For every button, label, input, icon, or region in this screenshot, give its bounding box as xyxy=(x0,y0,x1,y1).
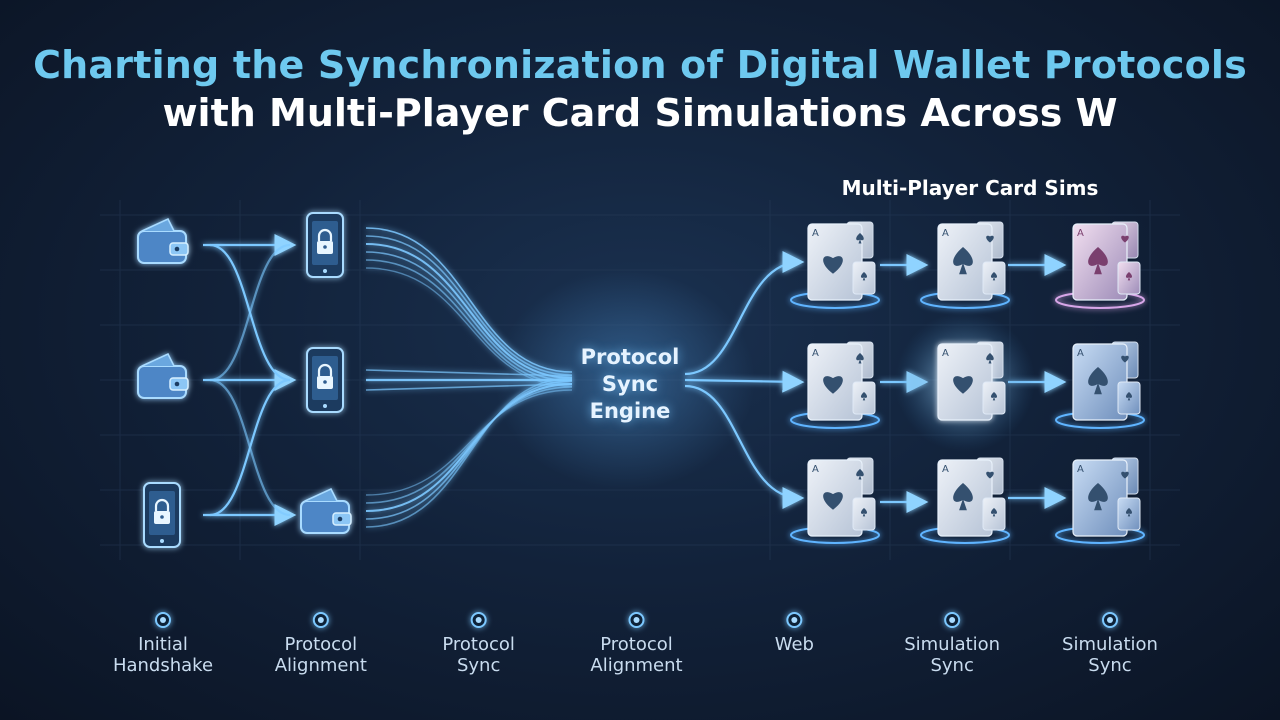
stage-label-line-1: Protocol xyxy=(442,634,515,655)
phone-lock-icon xyxy=(306,347,344,413)
ace-heart-card-glow: A xyxy=(937,341,1006,421)
stage-label-line-2: Alignment xyxy=(590,655,683,676)
stage-label-line-1: Protocol xyxy=(600,634,673,655)
icons-layer xyxy=(137,212,352,548)
wallet-icon xyxy=(137,217,189,264)
left-connectors xyxy=(203,234,297,526)
stage-label-line-1: Initial xyxy=(138,634,188,655)
title-line-1: Charting the Synchronization of Digital … xyxy=(33,43,1247,87)
ace-spade-card: A xyxy=(1072,457,1141,537)
ace-spade-card-pink: A xyxy=(1072,221,1141,301)
svg-text:A: A xyxy=(812,228,819,239)
timeline-node xyxy=(628,612,645,628)
ace-spade-card: A xyxy=(937,457,1006,537)
engine-line-1: Protocol xyxy=(580,345,680,369)
stage-label-line-1: Simulation xyxy=(1062,634,1158,655)
timeline-node xyxy=(155,612,171,628)
stage-label-line-2: Sync xyxy=(456,655,501,676)
diagram-title: Charting the Synchronization of Digital … xyxy=(0,42,1280,138)
stage-label-line-2: Handshake xyxy=(112,655,214,676)
timeline-node xyxy=(312,612,329,628)
timeline-node xyxy=(1102,612,1118,628)
ace-spade-card: A xyxy=(1072,341,1141,421)
svg-text:A: A xyxy=(1077,348,1084,359)
stage-label: Web xyxy=(719,634,869,655)
card-sims-title: Multi-Player Card Sims xyxy=(841,176,1099,200)
ace-heart-card: A xyxy=(807,457,876,537)
ace-heart-card: A xyxy=(807,221,876,301)
engine-output-streams xyxy=(684,251,805,509)
svg-text:A: A xyxy=(942,228,949,239)
sync-engine-label: Protocol Sync Engine xyxy=(560,344,700,425)
ace-spade-card: A xyxy=(937,221,1006,301)
svg-text:A: A xyxy=(812,464,819,475)
svg-text:A: A xyxy=(942,348,949,359)
stage-label-line-1: Protocol xyxy=(284,634,358,655)
svg-text:A: A xyxy=(942,464,949,475)
engine-line-2: Sync xyxy=(601,372,659,396)
stage-label-line-2: Alignment xyxy=(274,655,367,676)
ace-heart-card: A xyxy=(807,341,876,421)
title-line-2: with Multi-Player Card Simulations Acros… xyxy=(162,91,1118,135)
svg-text:A: A xyxy=(1077,464,1084,475)
cards-layer: A A A A A A A A A xyxy=(807,221,1141,537)
stage-label-line-1: Simulation xyxy=(904,634,1001,655)
timeline-node xyxy=(944,612,961,628)
wallet-icon xyxy=(300,487,352,534)
svg-text:A: A xyxy=(812,348,819,359)
wallet-icon xyxy=(137,352,189,399)
stage-label-line-2: Sync xyxy=(1088,655,1132,676)
timeline-dots xyxy=(155,612,1118,628)
engine-input-streams xyxy=(365,227,573,528)
timeline-node xyxy=(786,612,803,628)
phone-lock-icon xyxy=(306,212,344,278)
stage-label-line-2: Sync xyxy=(930,655,974,676)
phone-lock-icon xyxy=(143,482,181,548)
timeline-node xyxy=(470,612,487,628)
stage-label-line-1: Web xyxy=(774,634,814,655)
svg-text:A: A xyxy=(1077,228,1084,239)
engine-line-3: Engine xyxy=(589,399,671,423)
engine-glow xyxy=(495,270,755,490)
